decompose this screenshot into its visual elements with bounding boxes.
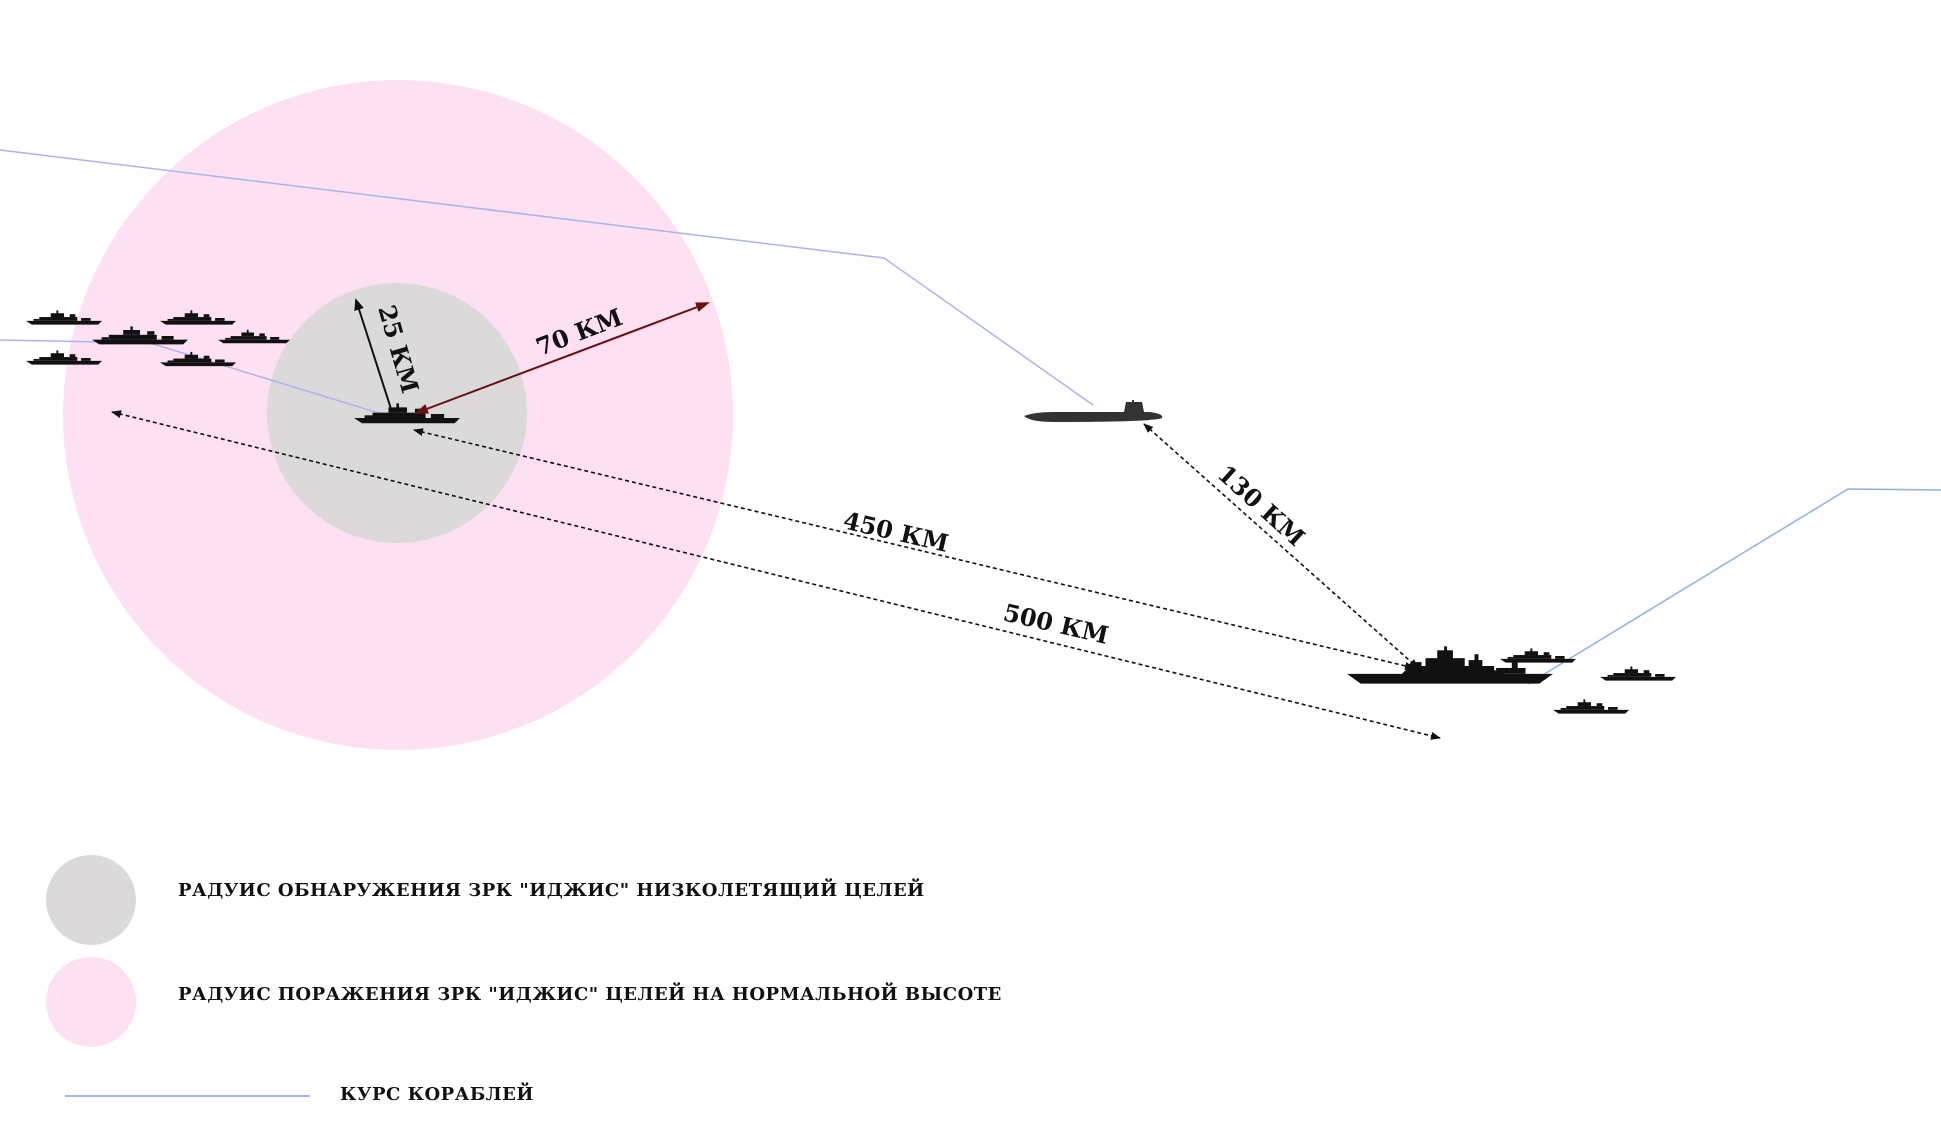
legend-detection-label: РАДУИС ОБНАРУЖЕНИЯ ЗРК "ИДЖИС" НИЗКОЛЕТЯ…	[178, 880, 925, 901]
submarine-silhouette	[1024, 400, 1163, 422]
course-line-submarine	[0, 149, 1094, 406]
ship-silhouette	[1500, 648, 1576, 663]
ship-silhouette	[1600, 666, 1676, 681]
course-line-right-group	[1527, 488, 1941, 685]
label-450-km: 450 КМ	[841, 506, 952, 558]
legend-engagement-label: РАДУИС ПОРАЖЕНИЯ ЗРК "ИДЖИС" ЦЕЛЕЙ НА НО…	[178, 984, 1002, 1005]
label-500-km: 500 КМ	[1001, 598, 1112, 650]
legend-engagement-swatch	[46, 957, 136, 1047]
label-130-km: 130 КМ	[1212, 459, 1311, 552]
radius-25-arrow	[354, 298, 393, 413]
distance-500-line	[111, 410, 1441, 740]
ship-silhouette	[1347, 646, 1553, 684]
legend-detection-swatch	[46, 855, 136, 945]
radius-70-arrow	[414, 302, 710, 414]
ship-silhouette	[1553, 699, 1629, 714]
legend-course-label: КУРС КОРАБЛЕЙ	[340, 1084, 534, 1105]
distance-130-line	[1143, 423, 1419, 669]
